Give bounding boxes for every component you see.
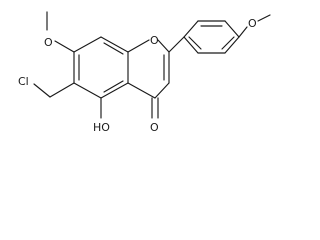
molecule-structure: O O O Cl HO O <box>18 11 271 134</box>
bond <box>183 36 199 54</box>
hydroxy-label: HO <box>93 121 110 134</box>
bond <box>224 36 240 54</box>
methoxy-7 <box>46 11 75 53</box>
bond <box>100 36 129 53</box>
double-bond <box>221 36 235 50</box>
bond <box>157 39 170 53</box>
bond <box>238 26 248 38</box>
carbonyl-oxygen-label: O <box>150 121 159 134</box>
c-ring <box>127 39 170 119</box>
methoxy-7-oxygen-label: O <box>44 36 53 49</box>
chloromethyl-6 <box>33 82 75 98</box>
bond <box>100 82 129 99</box>
b-ring <box>168 14 271 54</box>
bond <box>183 20 199 38</box>
bond <box>33 83 51 98</box>
bond <box>154 82 170 99</box>
bond <box>127 39 150 53</box>
bond <box>224 20 240 38</box>
double-bond <box>188 36 202 50</box>
double-bond <box>103 42 124 55</box>
methoxy-aryl-oxygen-label: O <box>248 17 257 30</box>
double-bond <box>103 80 124 93</box>
a-ring <box>73 36 129 99</box>
chlorine-label: Cl <box>18 75 29 88</box>
structure-canvas: O O O Cl HO O <box>18 11 271 134</box>
bond <box>127 82 156 99</box>
bond <box>73 36 102 53</box>
ring-oxygen-label: O <box>150 34 159 47</box>
bond <box>257 14 271 22</box>
bond <box>73 82 102 99</box>
bond <box>49 82 75 98</box>
bond <box>54 40 75 53</box>
bond <box>168 36 185 53</box>
